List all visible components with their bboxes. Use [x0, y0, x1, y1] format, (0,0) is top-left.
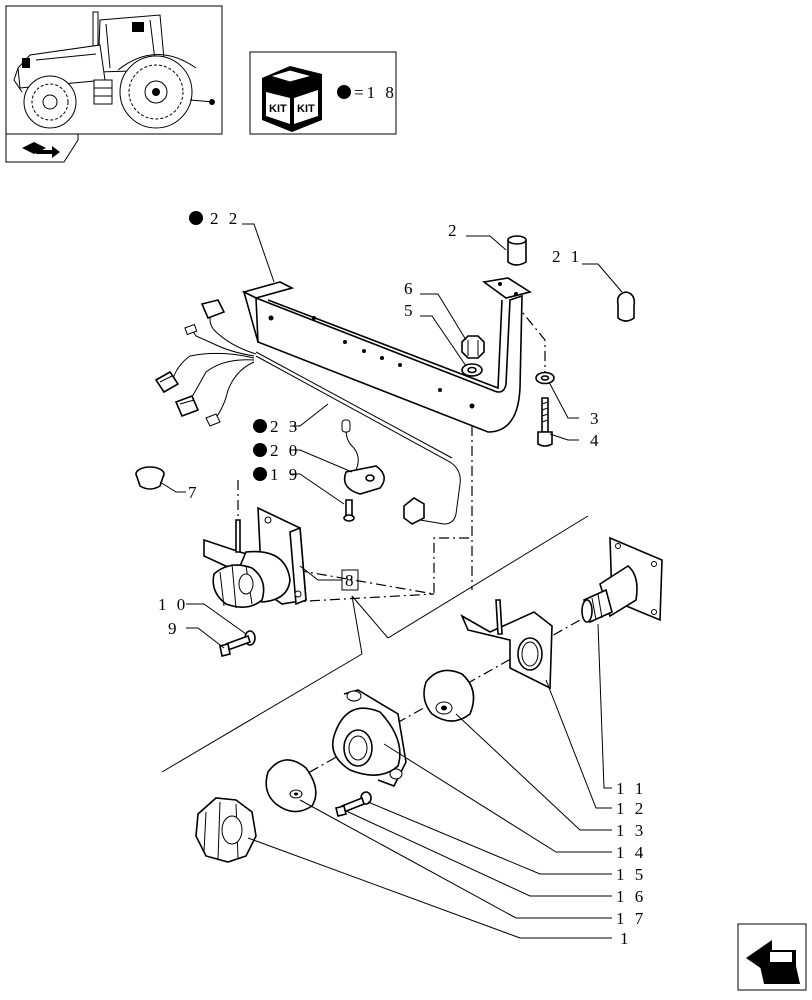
next-page-button[interactable] [737, 923, 807, 991]
bracket-part-12 [460, 599, 553, 690]
plate-part-11 [581, 536, 663, 624]
assembly-lines [161, 301, 606, 783]
sensor-part-20 [341, 419, 385, 495]
washer-part-5 [461, 363, 483, 377]
callout-20[interactable]: 2 0 [270, 441, 300, 460]
tractor-thumbnail-icon [13, 11, 215, 129]
callout-9[interactable]: 9 [168, 619, 180, 638]
callout-6[interactable]: 6 [404, 279, 416, 298]
cover-part-17 [265, 759, 317, 813]
book-tab[interactable] [5, 134, 79, 163]
screw-part-19 [343, 499, 355, 522]
socket-assembly-part-8 [203, 506, 307, 609]
callout-dot-20 [253, 443, 267, 457]
cap-part-21 [616, 291, 636, 322]
callout-17[interactable]: 1 7 [616, 909, 646, 928]
callout-12[interactable]: 1 2 [616, 799, 646, 818]
screw-part-16 [335, 796, 365, 817]
callout-box-8 [341, 569, 359, 591]
leader-lines [159, 223, 623, 939]
callout-22[interactable]: 2 2 [210, 209, 240, 228]
nut-part-6 [461, 335, 485, 359]
kit-box: KIT KIT =1 8 [249, 51, 397, 135]
callout-16[interactable]: 1 6 [616, 887, 646, 906]
socket-body-part-14 [331, 689, 407, 788]
callout-5[interactable]: 5 [404, 301, 416, 320]
kit-label-left: KIT [269, 103, 287, 115]
bushing-part-2 [507, 235, 527, 266]
plug-part-7 [135, 466, 165, 490]
callout-11[interactable]: 1 1 [616, 779, 646, 798]
kit-label-right: KIT [297, 103, 315, 115]
grommet-part-13 [423, 669, 475, 722]
callout-4[interactable]: 4 [590, 431, 602, 450]
callout-3[interactable]: 3 [590, 409, 602, 428]
callout-labels: 2 2 2 2 1 6 5 3 4 2 3 2 0 1 9 7 8 1 0 9 … [158, 209, 646, 948]
washer-part-3 [535, 371, 555, 385]
wiring-harness-part-23 [154, 299, 461, 525]
next-page-arrow-icon [746, 940, 800, 984]
callout-23[interactable]: 2 3 [270, 417, 300, 436]
book-arrow-icon [22, 142, 60, 158]
callout-7[interactable]: 7 [188, 483, 200, 502]
callout-dot-23 [253, 419, 267, 433]
kit-bullet [337, 85, 351, 99]
bolt-part-4 [537, 397, 553, 447]
bolt-part-9 [219, 634, 252, 657]
callout-14[interactable]: 1 4 [616, 843, 646, 862]
callout-8[interactable]: 8 [345, 571, 357, 590]
callout-13[interactable]: 1 3 [616, 821, 646, 840]
callout-19[interactable]: 1 9 [270, 465, 300, 484]
bracket-part-22 [241, 277, 533, 433]
callout-15[interactable]: 1 5 [616, 865, 646, 884]
callout-1[interactable]: 1 [620, 929, 632, 948]
knob-part-1 [195, 797, 257, 863]
callout-dot-22 [189, 211, 203, 225]
kit-box-icon: KIT KIT [262, 66, 322, 132]
callout-10[interactable]: 1 0 [158, 595, 188, 614]
callout-dot-19 [253, 467, 267, 481]
tractor-thumbnail [5, 5, 223, 135]
callout-21[interactable]: 2 1 [552, 247, 582, 266]
callout-2[interactable]: 2 [448, 221, 460, 240]
kit-ref-text: =1 8 [354, 83, 397, 102]
